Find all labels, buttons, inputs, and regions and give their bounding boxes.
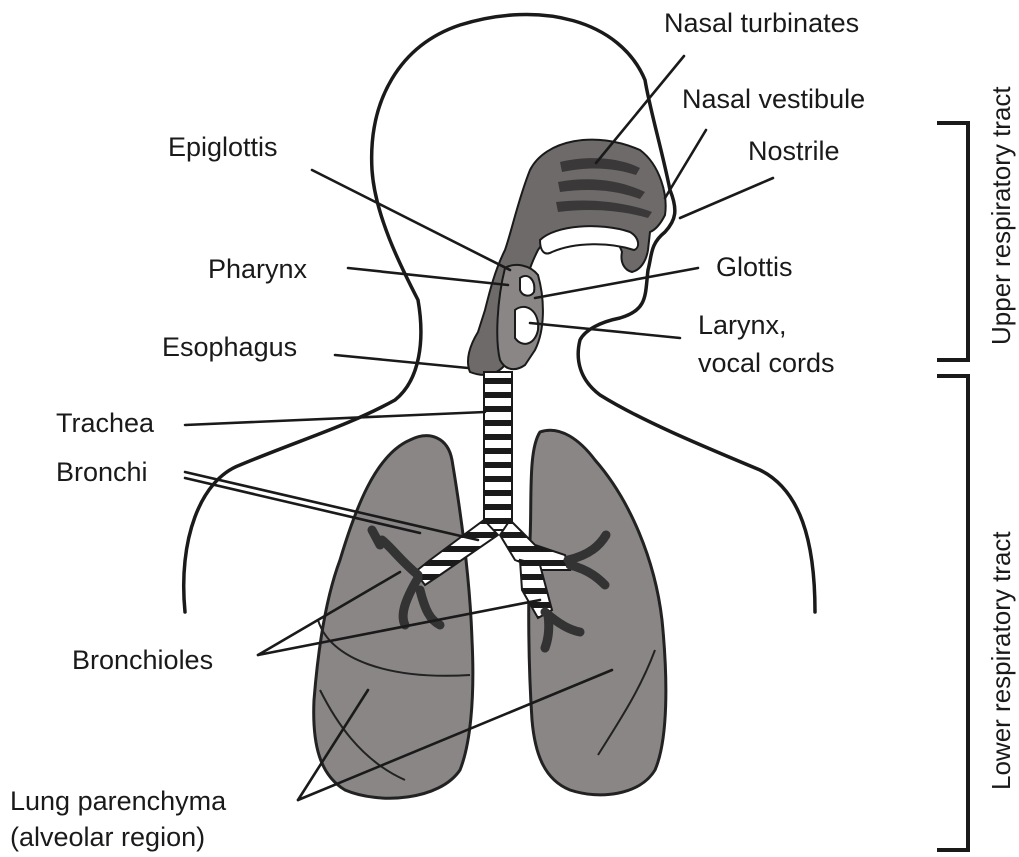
label-larynx: Larynx, — [698, 310, 787, 340]
label-lower-respiratory-tract: Lower respiratory tract — [986, 531, 1016, 790]
label-nasal-vestibule: Nasal vestibule — [682, 84, 865, 114]
label-pharynx: Pharynx — [208, 254, 308, 284]
lower-tract-bracket — [937, 376, 968, 850]
label-epiglottis: Epiglottis — [168, 132, 278, 162]
label-esophagus: Esophagus — [162, 332, 297, 362]
leader-lines — [185, 56, 773, 800]
label-bronchi: Bronchi — [56, 457, 148, 487]
label-upper-respiratory-tract: Upper respiratory tract — [986, 86, 1016, 345]
label-nostrile: Nostrile — [748, 136, 840, 166]
label-nasal-turbinates: Nasal turbinates — [664, 8, 859, 38]
label-vocal-cords: vocal cords — [698, 348, 835, 378]
label-bronchioles: Bronchioles — [72, 645, 213, 675]
larynx-shape — [515, 307, 538, 344]
upper-tract-bracket — [937, 123, 968, 360]
label-lung-parenchyma: Lung parenchyma — [10, 786, 227, 816]
label-glottis: Glottis — [716, 252, 793, 282]
label-alveolar-region: (alveolar region) — [10, 822, 205, 852]
label-trachea: Trachea — [56, 408, 155, 438]
epiglottis-shape — [520, 276, 534, 296]
trachea — [484, 372, 512, 530]
